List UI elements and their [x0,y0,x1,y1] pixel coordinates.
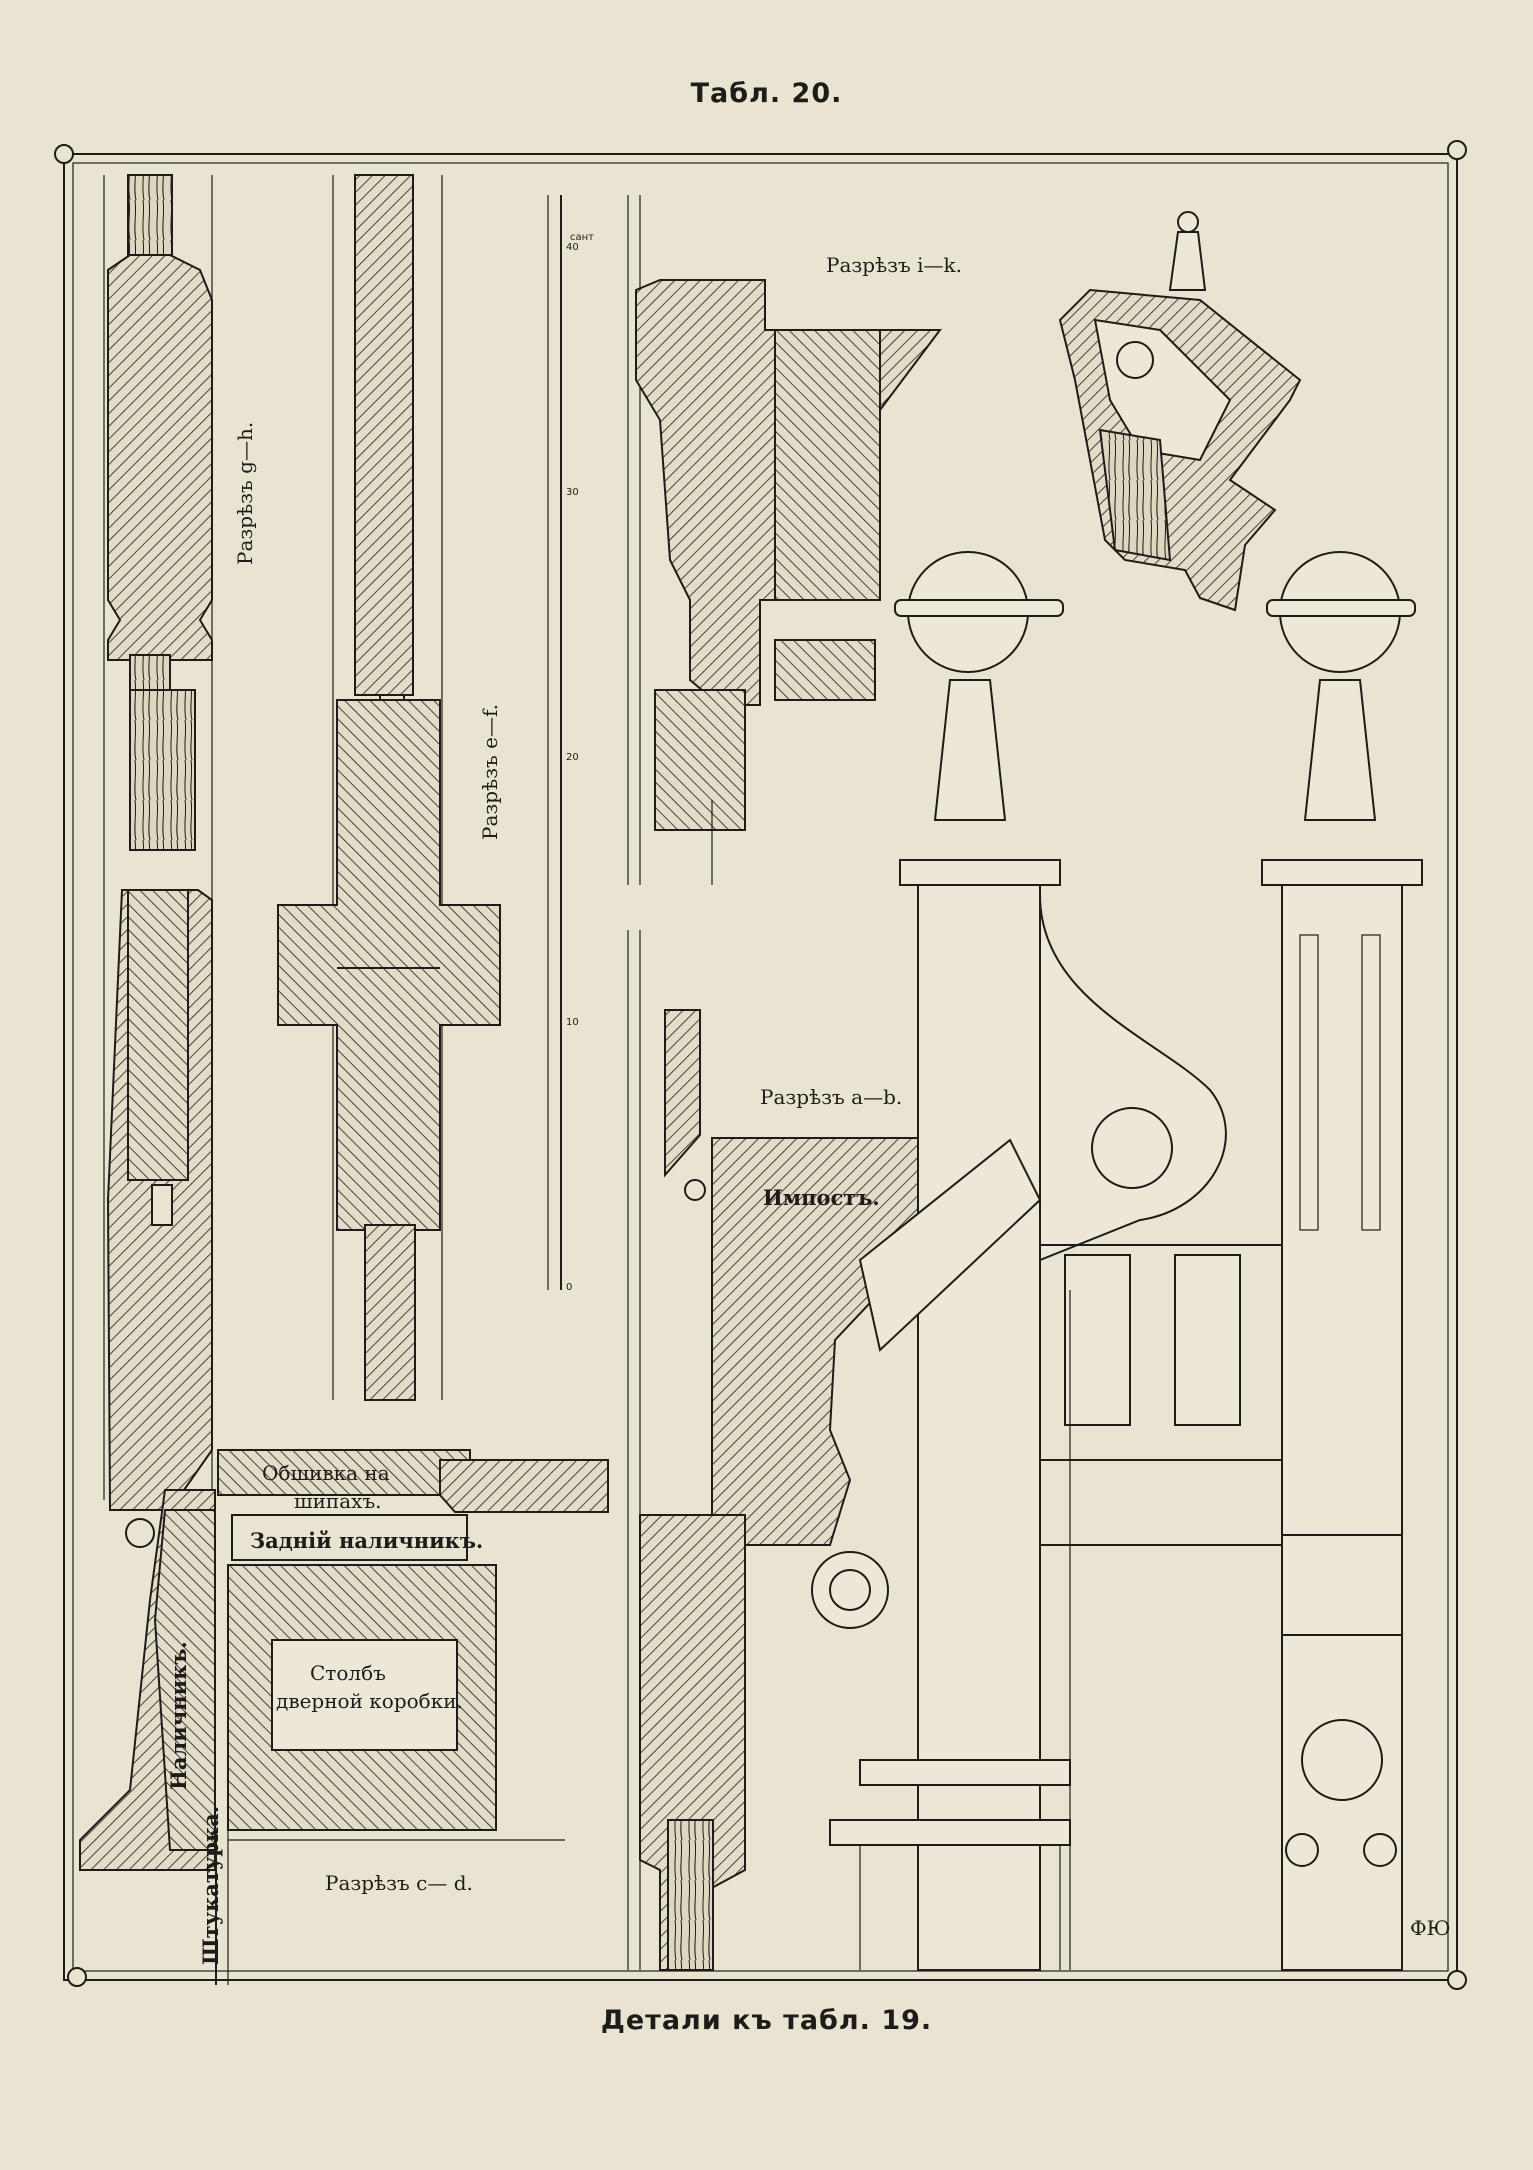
section-ef-drawing [277,174,501,1401]
scale-tick-label: 10 [566,1017,579,1028]
plate-caption: Детали къ табл. 19. [600,2005,933,2036]
frame-corner-ornament [1447,140,1467,160]
section-ik-drawing [627,195,942,885]
label-section-ik: Разрѣзъ i—k. [826,253,962,277]
label-impost: Импостъ. [763,1185,880,1210]
plate-frame [54,140,1467,1990]
plate-title: Табл. 20. [690,78,843,109]
scale-tick-label: 30 [566,487,579,498]
label-sheathing-2: шипахъ. [294,1489,382,1513]
scale-tick-label: 0 [566,1282,572,1293]
label-door-post: Столбъ [310,1661,386,1685]
label-section-ab: Разрѣзъ a—b. [760,1085,902,1109]
scale-tick-label: 40 [566,242,579,253]
label-section-ef: Разрѣзъ e—f. [478,704,502,840]
label-door-post-2: дверной коробки. [276,1689,463,1713]
monogram: ФЮ [1410,1916,1450,1940]
scale-tick-label: 20 [566,752,579,763]
balustrade-drawing [811,551,1423,1971]
label-plaster: Штукатурка. [198,1806,223,1965]
scale-bar: сант 40 30 20 10 0 [547,195,594,1293]
scale-unit: сант [570,232,594,243]
section-cd-drawing [79,1449,609,1985]
drawing-labels: Разрѣзъ g—h. Разрѣзъ e—f. Разрѣзъ i—k. Р… [166,253,1450,1965]
frame-corner-ornament [1447,1970,1467,1990]
label-sheathing: Обшивка на [262,1461,390,1485]
label-section-gh: Разрѣзъ g—h. [233,422,257,565]
frame-corner-ornament [67,1967,87,1987]
perspective-detail-drawing [1058,211,1302,612]
section-gh-drawing [103,174,213,1511]
frame-corner-ornament [54,144,74,164]
label-rear-casing: Заднiй наличникъ. [250,1528,483,1553]
label-section-cd: Разрѣзъ c— d. [325,1871,473,1895]
label-casing: Наличникъ. [166,1641,191,1790]
